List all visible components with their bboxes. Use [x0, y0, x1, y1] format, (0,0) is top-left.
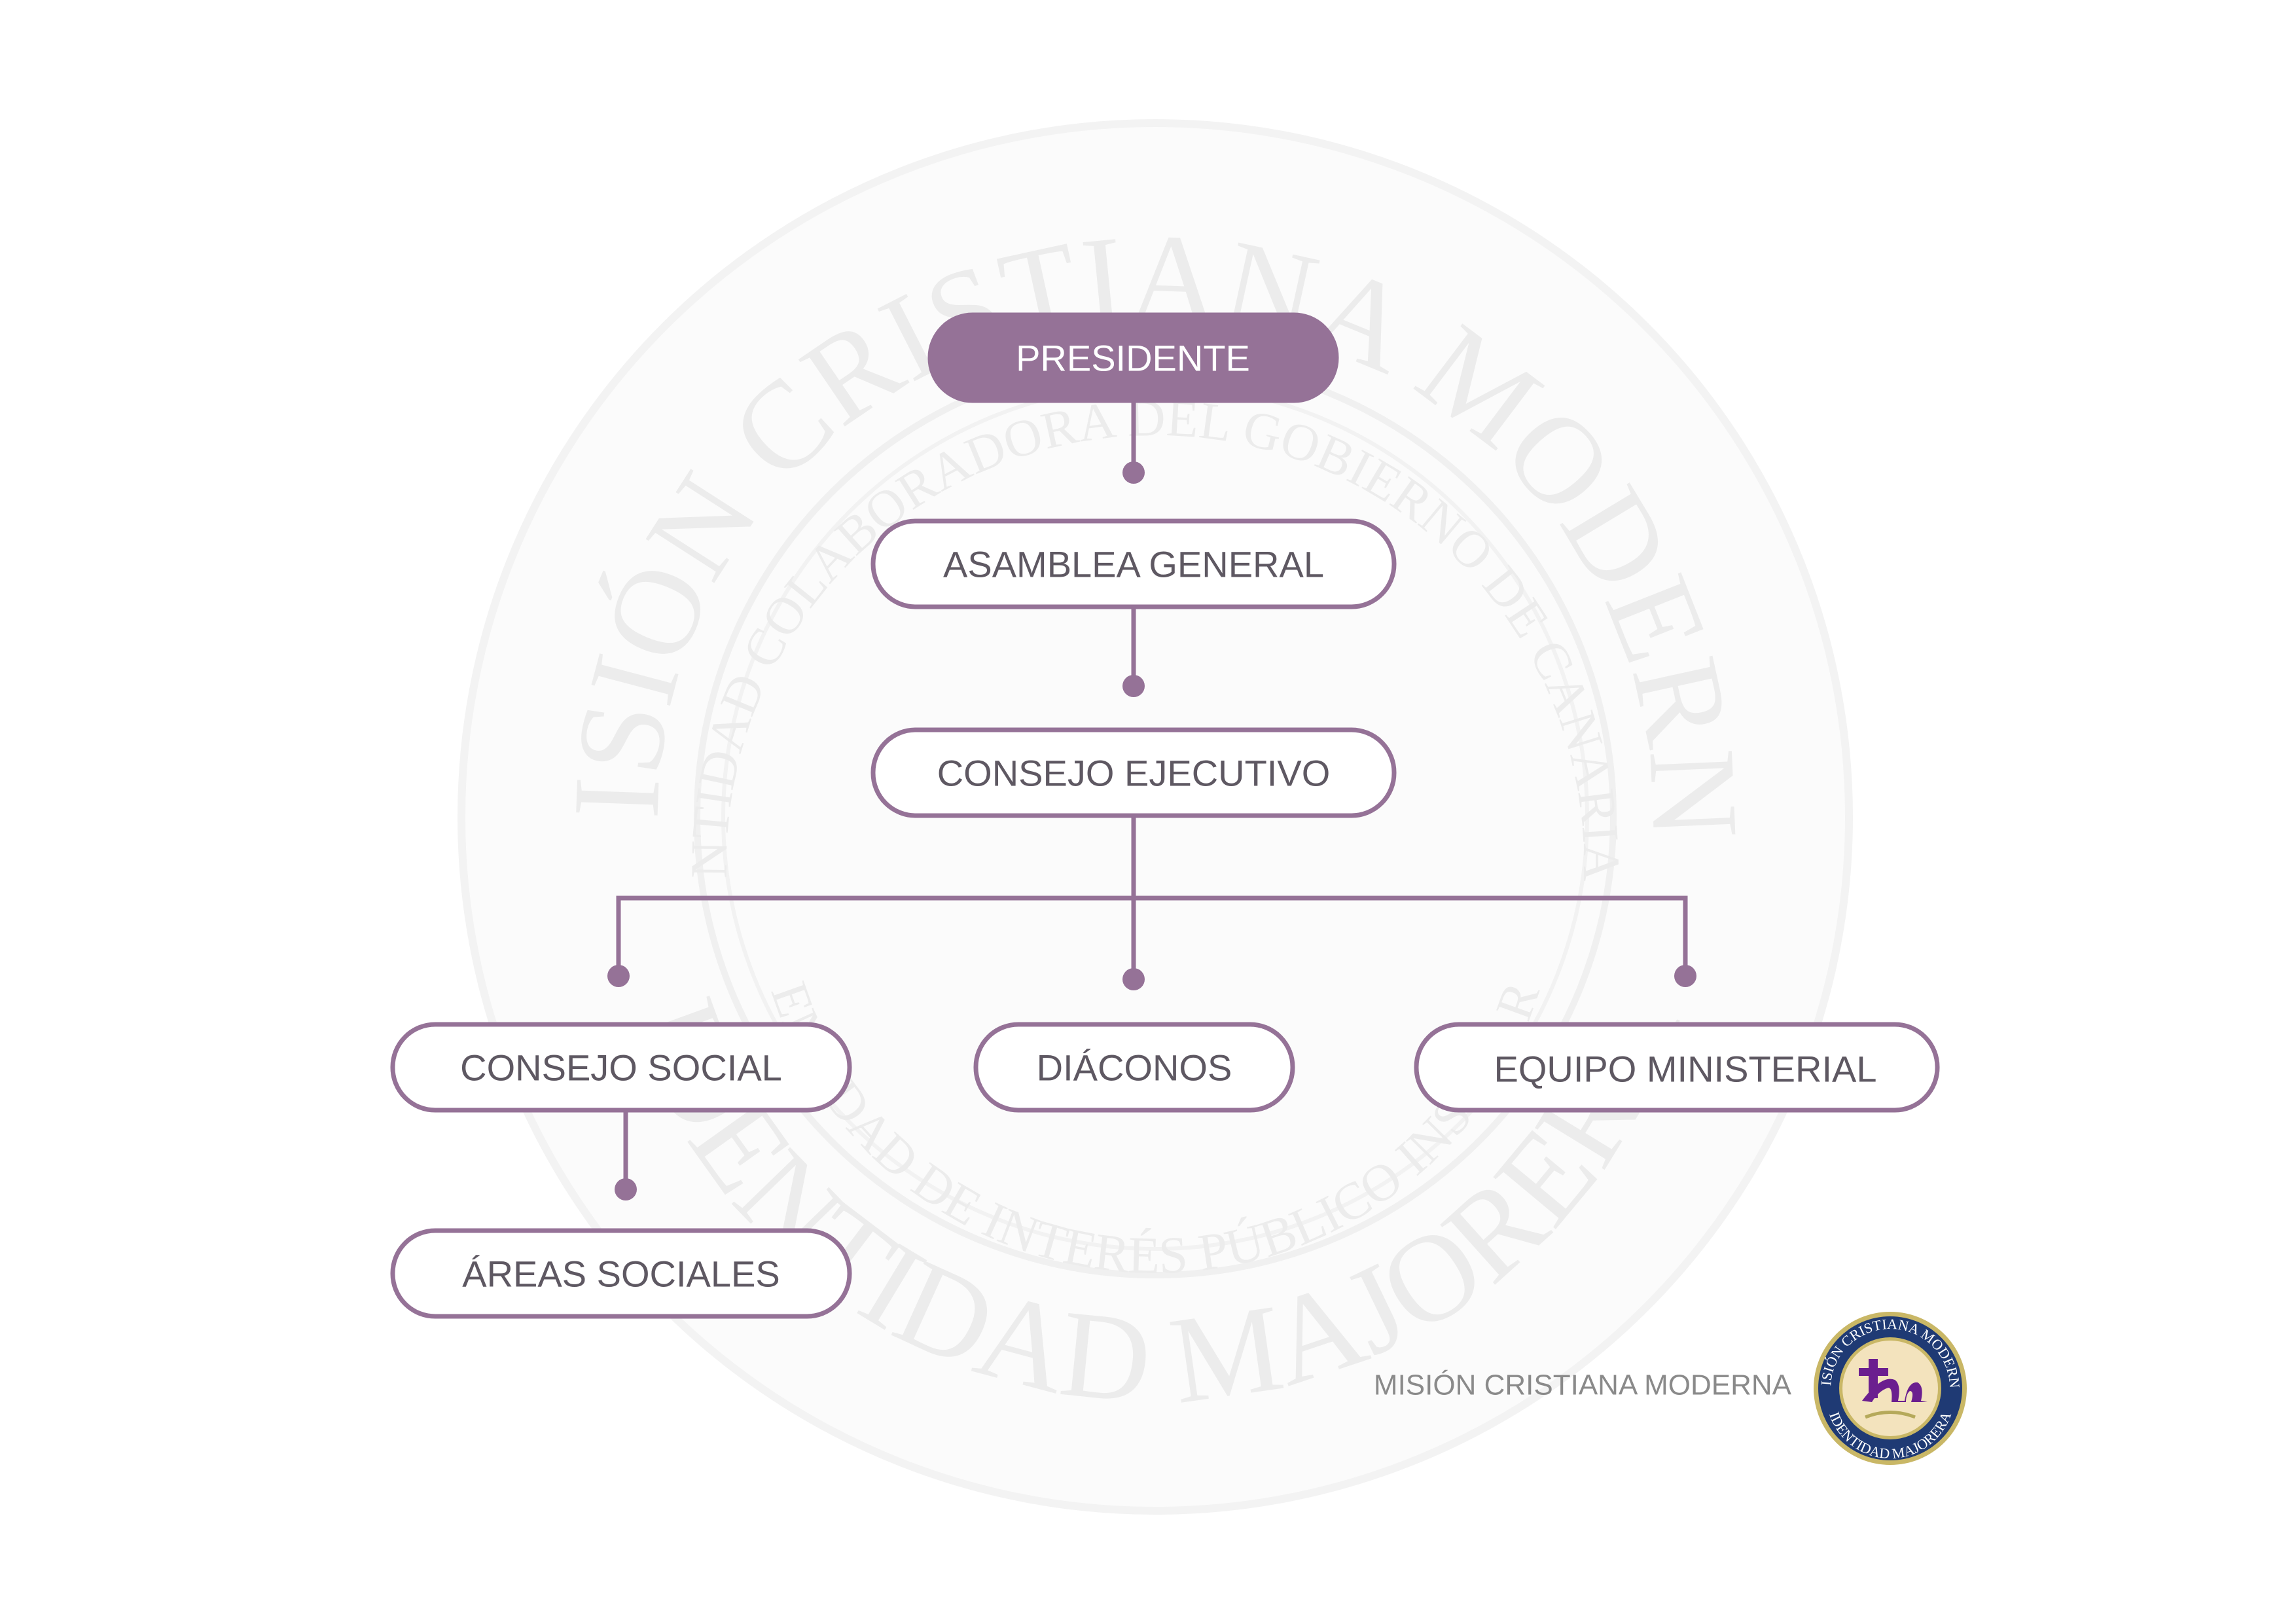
- footer-organization-name: MISIÓN CRISTIANA MODERNA: [1374, 1369, 1792, 1401]
- node-general-assembly: ASAMBLEA GENERAL: [870, 518, 1397, 609]
- node-label: DIÁCONOS: [1037, 1047, 1232, 1089]
- node-label: EQUIPO MINISTERIAL: [1494, 1049, 1877, 1090]
- node-deacons: DIÁCONOS: [973, 1022, 1295, 1113]
- node-label: ASAMBLEA GENERAL: [943, 544, 1324, 585]
- node-president: PRESIDENTE: [927, 312, 1339, 403]
- node-executive-council: CONSEJO EJECUTIVO: [870, 727, 1397, 818]
- node-social-council: CONSEJO SOCIAL: [390, 1022, 852, 1113]
- node-social-areas: ÁREAS SOCIALES: [390, 1228, 852, 1319]
- cross-m-emblem-icon: [1859, 1359, 1928, 1402]
- node-label: CONSEJO SOCIAL: [460, 1047, 782, 1089]
- node-label: CONSEJO EJECUTIVO: [937, 753, 1331, 794]
- book-icon: [1865, 1411, 1916, 1419]
- node-label: ÁREAS SOCIALES: [462, 1254, 780, 1295]
- node-ministerial-team: EQUIPO MINISTERIAL: [1414, 1022, 1940, 1113]
- node-label: PRESIDENTE: [1016, 338, 1250, 379]
- connectors: [607, 401, 1696, 1200]
